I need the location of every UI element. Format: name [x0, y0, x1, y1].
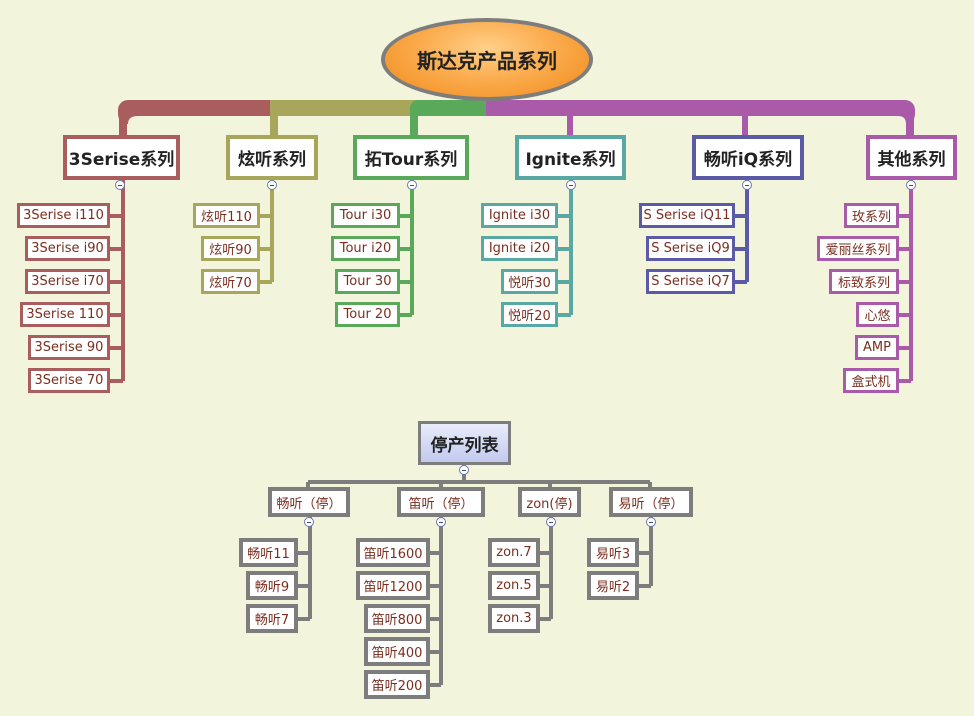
- connector-disc-zon: [538, 517, 553, 621]
- connector-disc-yiting: [637, 517, 653, 588]
- item-ignite-i20[interactable]: Ignite i20: [481, 236, 558, 261]
- collapse-toggle-discontinued[interactable]: [459, 465, 469, 475]
- item-iq11[interactable]: S Serise iQ11: [639, 203, 735, 228]
- disc-item-diting-800[interactable]: 笛听800: [364, 604, 430, 633]
- collapse-toggle-tour[interactable]: [407, 180, 417, 190]
- item-3serise-70[interactable]: 3Serise 70: [28, 368, 110, 393]
- connector-iq: [733, 180, 749, 284]
- collapse-toggle-disc-changting[interactable]: [304, 517, 314, 527]
- collapse-toggle-iq[interactable]: [742, 180, 752, 190]
- item-3serise-i70[interactable]: 3Serise i70: [25, 269, 110, 294]
- disc-group-diting[interactable]: 笛听（停）: [397, 487, 485, 517]
- category-ignite[interactable]: Ignite系列: [515, 135, 626, 180]
- item-tour-i30[interactable]: Tour i30: [331, 203, 400, 228]
- item-xinyou[interactable]: 心悠: [856, 302, 899, 327]
- category-other[interactable]: 其他系列: [866, 135, 957, 180]
- item-3serise-90[interactable]: 3Serise 90: [28, 335, 110, 360]
- connector-other: [897, 180, 913, 383]
- connector-tour: [398, 180, 414, 317]
- category-changting-iq[interactable]: 畅听iQ系列: [692, 135, 804, 180]
- item-heshiji[interactable]: 盒式机: [843, 368, 899, 393]
- root-node[interactable]: 斯达克产品系列: [381, 18, 593, 101]
- disc-item-diting-400[interactable]: 笛听400: [364, 637, 430, 666]
- disc-item-changting-9[interactable]: 畅听9: [246, 571, 298, 600]
- disc-group-changting[interactable]: 畅听（停）: [268, 487, 350, 517]
- disc-group-zon[interactable]: zon(停): [518, 487, 581, 517]
- disc-item-zon-3[interactable]: zon.3: [488, 604, 540, 633]
- item-3serise-110[interactable]: 3Serise 110: [20, 302, 110, 327]
- item-xuanting-110[interactable]: 炫听110: [193, 203, 260, 228]
- collapse-toggle-ignite[interactable]: [566, 180, 576, 190]
- category-tour[interactable]: 拓Tour系列: [353, 135, 469, 180]
- item-biaozhi[interactable]: 标致系列: [829, 269, 899, 294]
- item-tour-20[interactable]: Tour 20: [335, 302, 400, 327]
- discontinued-title[interactable]: 停产列表: [418, 421, 511, 465]
- connector-xuanting: [258, 180, 274, 284]
- item-yueting-30[interactable]: 悦听30: [501, 269, 558, 294]
- collapse-toggle-disc-yiting[interactable]: [646, 517, 656, 527]
- category-xuanting[interactable]: 炫听系列: [226, 135, 318, 180]
- item-iq9[interactable]: S Serise iQ9: [646, 236, 735, 261]
- disc-group-yiting[interactable]: 易听（停）: [609, 487, 693, 517]
- item-tour-i20[interactable]: Tour i20: [331, 236, 400, 261]
- disc-item-yiting-3[interactable]: 易听3: [587, 538, 639, 567]
- item-ailisi[interactable]: 爱丽丝系列: [817, 236, 899, 261]
- disc-item-changting-7[interactable]: 畅听7: [246, 604, 298, 633]
- item-3serise-i90[interactable]: 3Serise i90: [25, 236, 110, 261]
- item-amp[interactable]: AMP: [855, 335, 899, 360]
- disc-item-zon-7[interactable]: zon.7: [488, 538, 540, 567]
- connector-disc-changting: [296, 517, 312, 621]
- connector-ignite: [556, 180, 573, 317]
- category-3serise[interactable]: 3Serise系列: [63, 135, 180, 180]
- item-meigui[interactable]: 玫系列: [844, 203, 899, 228]
- collapse-toggle-disc-zon[interactable]: [546, 517, 556, 527]
- branch-arch-cutout: [128, 116, 906, 137]
- disc-item-yiting-2[interactable]: 易听2: [587, 571, 639, 600]
- item-iq7[interactable]: S Serise iQ7: [646, 269, 735, 294]
- item-xuanting-90[interactable]: 炫听90: [201, 236, 260, 261]
- disc-item-zon-5[interactable]: zon.5: [488, 571, 540, 600]
- collapse-toggle-other[interactable]: [906, 180, 916, 190]
- item-tour-30[interactable]: Tour 30: [335, 269, 400, 294]
- disc-item-diting-1200[interactable]: 笛听1200: [356, 571, 430, 600]
- connector-disc-diting: [428, 517, 443, 687]
- disc-item-diting-1600[interactable]: 笛听1600: [356, 538, 430, 567]
- item-3serise-i110[interactable]: 3Serise i110: [17, 203, 110, 228]
- collapse-toggle-3serise[interactable]: [115, 180, 125, 190]
- item-ignite-i30[interactable]: Ignite i30: [481, 203, 558, 228]
- item-yueting-20[interactable]: 悦听20: [501, 302, 558, 327]
- item-xuanting-70[interactable]: 炫听70: [201, 269, 260, 294]
- collapse-toggle-disc-diting[interactable]: [436, 517, 446, 527]
- connector-3serise: [108, 180, 125, 383]
- disc-item-diting-200[interactable]: 笛听200: [364, 670, 430, 699]
- disc-item-changting-11[interactable]: 畅听11: [239, 538, 298, 567]
- collapse-toggle-xuanting[interactable]: [267, 180, 277, 190]
